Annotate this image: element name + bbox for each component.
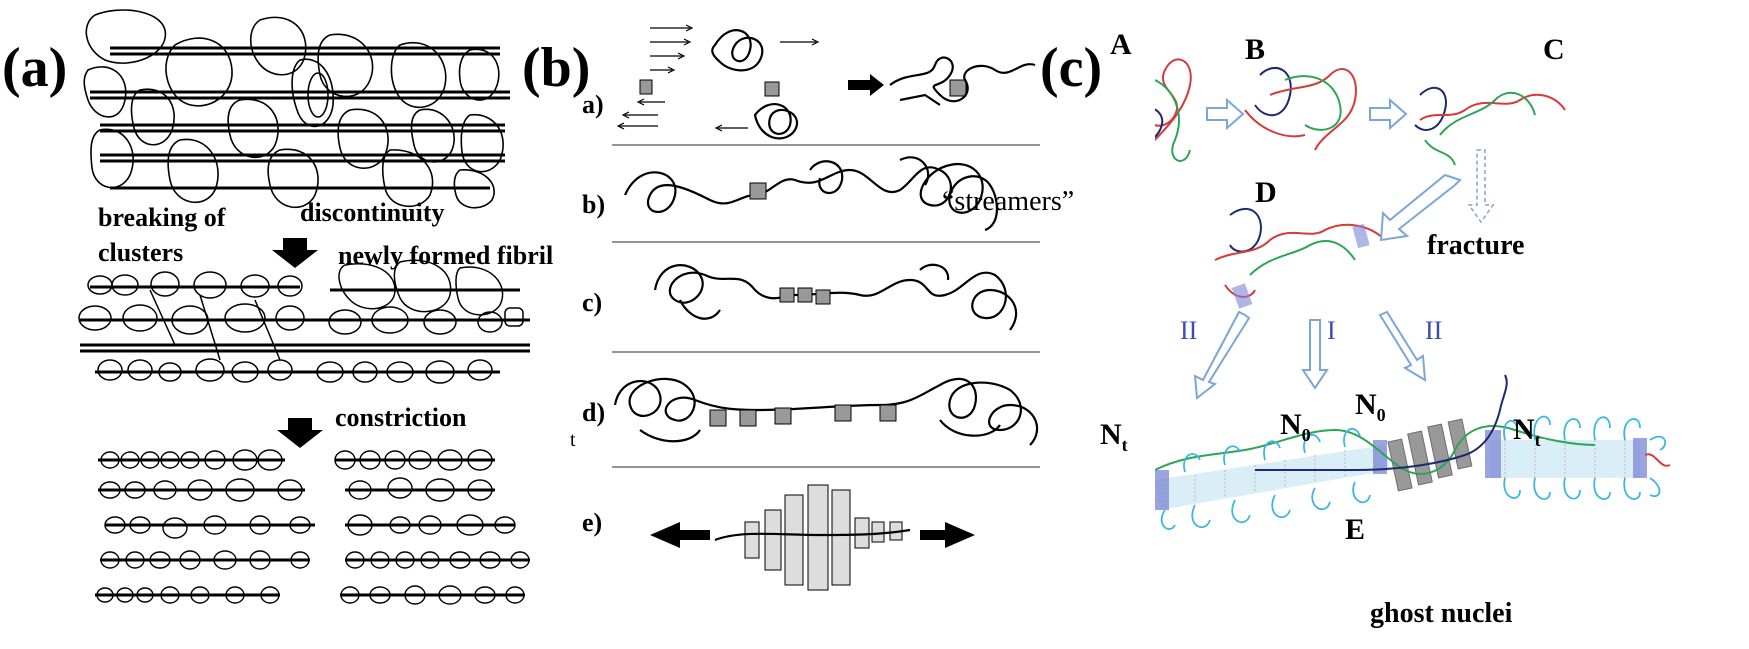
streamers-label: “streamers”: [942, 188, 1074, 216]
stage-c-chains: [1415, 88, 1565, 165]
stage-d-label: D: [1255, 178, 1277, 208]
route-i-label: I: [1327, 318, 1336, 344]
n0-left-label: N0: [1280, 410, 1311, 444]
step-arrow-right: [848, 74, 884, 96]
route-ii-left-label: II: [1180, 318, 1197, 344]
down-arrow-2: [277, 418, 323, 448]
fracture-label: fracture: [1427, 232, 1524, 260]
nt-left-main: N: [1100, 418, 1122, 451]
step-d-label: d): [582, 400, 605, 426]
panel-b-label: (b): [522, 40, 590, 96]
step-a-label: a): [582, 92, 604, 118]
cube-small: [780, 288, 830, 304]
nt-right-label: Nt: [1513, 415, 1541, 449]
panel-c-label: (c): [1040, 40, 1102, 96]
nt-left-sub: t: [1122, 435, 1128, 455]
cube-small: [640, 80, 966, 96]
down-arrow-1: [272, 238, 318, 268]
cube-small: [750, 183, 766, 199]
ghost-nuclei-blocks: [1388, 419, 1472, 491]
n0-right-label: N0: [1355, 390, 1386, 424]
shish-kebab-stacks: [745, 485, 902, 590]
fibrils-bottom: [95, 460, 530, 595]
breaking-of-clusters-label-2: clusters: [98, 240, 183, 266]
coil-chains-d: [615, 379, 1037, 445]
step-c-label: c): [582, 290, 602, 316]
nt-right-main: N: [1513, 413, 1535, 446]
panel-c: (c) A B C D E fracture II I II Nt N0 N0 …: [1155, 0, 1749, 649]
clusters-bottom: [97, 450, 529, 604]
n0-left-sub: 0: [1302, 425, 1311, 445]
stage-e-label: E: [1345, 515, 1365, 545]
panel-a-drawing: [0, 0, 580, 649]
stage-b-label: B: [1245, 35, 1265, 65]
stage-a-label: A: [1110, 30, 1132, 60]
n0-right-sub: 0: [1377, 405, 1386, 425]
coil-chains-c: [655, 265, 1016, 330]
n0-left-main: N: [1280, 408, 1302, 441]
breaking-of-clusters-label-1: breaking of: [98, 205, 225, 231]
discontinuity-label: discontinuity: [300, 200, 445, 226]
clusters-middle: [79, 260, 523, 383]
route-ii-right-label: II: [1425, 318, 1442, 344]
nt-left-label: Nt: [1100, 420, 1128, 454]
panel-c-drawing: [1155, 0, 1749, 649]
panel-a-label: (a): [2, 40, 67, 96]
stretch-arrow-left: [650, 522, 710, 548]
step-b-label: b): [582, 192, 605, 218]
clusters-top: [84, 10, 503, 208]
stage-a-chains: [1155, 59, 1191, 180]
stage-b-chains: [1245, 68, 1356, 150]
stage-d-nuclei: [1232, 224, 1370, 309]
step-e-label: e): [582, 510, 602, 536]
n0-right-main: N: [1355, 388, 1377, 421]
nt-right-sub: t: [1535, 430, 1541, 450]
stage-c-label: C: [1543, 35, 1565, 65]
stretch-arrow-right: [920, 522, 975, 548]
newly-formed-fibril-label: newly formed fibril: [338, 243, 553, 269]
constriction-label: constriction: [335, 405, 466, 431]
stage-d-chains: [1215, 209, 1385, 297]
panel-a: (a) breaking of clusters discontinuity n…: [0, 0, 580, 649]
fracture-arrow: [1469, 150, 1493, 222]
time-axis-label: t: [570, 430, 576, 450]
ghost-nuclei-label: ghost nuclei: [1370, 600, 1512, 628]
